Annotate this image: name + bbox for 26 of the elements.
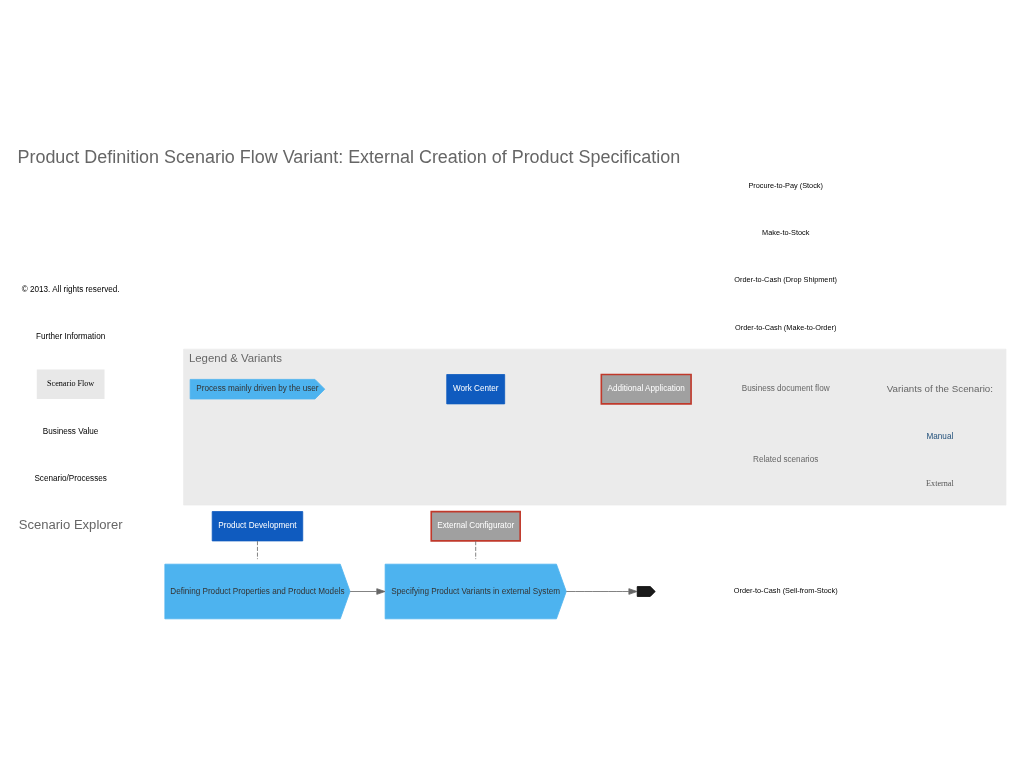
connector xyxy=(257,540,258,560)
node-box: Product Development xyxy=(211,510,304,541)
node-box: Additional Application xyxy=(600,373,692,405)
arrow xyxy=(566,587,638,595)
node-box: External Configurator xyxy=(430,510,521,542)
label: © 2013. All rights reserved. xyxy=(21,284,120,294)
label: Procure-to-Pay (Stock) xyxy=(748,180,823,190)
diagram-title: Product Definition Scenario Flow Variant: External Creation of Product Specification xyxy=(17,146,681,167)
arrow xyxy=(349,587,386,595)
label: Order-to-Cash (Make-to-Order) xyxy=(735,322,837,332)
label: Order-to-Cash (Sell-from-Stock) xyxy=(733,585,838,595)
label: Scenario/Processes xyxy=(34,473,107,483)
label: Scenario Explorer xyxy=(18,516,123,532)
legend-label: Business document flow xyxy=(741,383,830,393)
label: Manual xyxy=(926,431,954,441)
label: Further Information xyxy=(36,331,106,341)
node-chevron xyxy=(636,585,656,597)
label: Order-to-Cash (Drop Shipment) xyxy=(734,274,838,284)
legend-label: Related scenarios xyxy=(753,454,819,464)
label: Business Value xyxy=(42,426,99,436)
label: Scenario Flow xyxy=(47,378,95,388)
label: Make-to-Stock xyxy=(762,227,810,237)
label: Variants of the Scenario: xyxy=(886,382,993,394)
node-box: Work Center xyxy=(446,373,506,404)
connector xyxy=(475,540,477,560)
label: External xyxy=(926,478,954,488)
